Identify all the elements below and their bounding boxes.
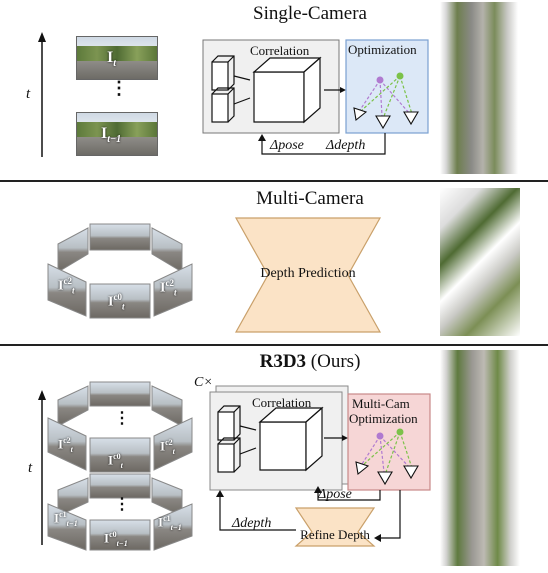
r3d3-cam-label-a: I [58, 436, 64, 452]
r3d3-cam-sup-b: c0 [113, 452, 121, 461]
delta-depth-label: Δdepth [326, 138, 366, 153]
r3d3-cam-sup-c: c2 [165, 438, 173, 447]
r3d3-correlation-label: Correlation [252, 395, 312, 410]
r3d3-cam-label-d: I [54, 510, 60, 526]
stacked-camera-rings [47, 381, 193, 551]
multi-camera-title: Multi-Camera [256, 188, 364, 209]
frame-previous-sub: t−1 [107, 134, 122, 146]
cam-sub-center: t [121, 301, 125, 312]
r3d3-cam-label-f: I [158, 514, 164, 530]
cam-label-left: I [58, 278, 64, 294]
optimization-label: Optimization [348, 42, 417, 57]
multicam-label-line2: Optimization [349, 411, 418, 426]
point-cloud-multi-camera [440, 188, 520, 336]
pose-node-purple-icon [376, 76, 384, 84]
cam-sub-left: t [71, 285, 75, 296]
time-label-r3d3: t [28, 460, 33, 476]
frame-ellipsis: ⋮ [110, 78, 128, 98]
correlation-volume-icon [252, 56, 322, 124]
r3d3-cam-label-c: I [160, 438, 166, 454]
time-axis-arrow [38, 32, 46, 157]
single-camera-title: Single-Camera [253, 3, 367, 24]
time-axis-arrow-r3d3 [38, 390, 46, 545]
delta-pose-label: Δpose [270, 138, 304, 153]
r3d3-cam-sub-b: t [120, 460, 123, 470]
depth-prediction-label: Depth Prediction [260, 266, 356, 281]
r3d3-title-rest: (Ours) [306, 351, 361, 372]
r3d3-cam-sub-e: t−1 [116, 538, 128, 548]
r3d3-delta-depth-label: Δdepth [232, 516, 272, 531]
frame-previous-label: I [101, 125, 108, 142]
r3d3-cam-sup-a: c2 [63, 436, 71, 445]
pose-node-green-icon [396, 72, 404, 80]
point-cloud-r3d3 [440, 350, 520, 566]
pose-node-green-icon-r3d3 [396, 428, 404, 436]
cam-sup-center: c0 [113, 292, 122, 302]
cam-label-right: I [160, 280, 166, 296]
frame-current-sub: t [113, 58, 117, 70]
frame-previous-image: It−1 [76, 112, 158, 156]
camera-triangle-icon-r3d3 [355, 461, 419, 486]
r3d3-cam-sub-a: t [70, 444, 73, 454]
r3d3-cam-sub-c: t [172, 446, 175, 456]
r3d3-cam-label-b: I [108, 452, 114, 468]
cam-sup-right: c2 [165, 278, 174, 288]
r3d3-cam-sub-d: t−1 [66, 518, 78, 528]
multicam-label-line1: Multi-Cam [352, 396, 410, 411]
cam-sup-left: c2 [63, 276, 72, 286]
frame-current-label: I [107, 49, 114, 66]
feature-slab-icon [211, 55, 235, 123]
frame-current-image: It [76, 36, 158, 80]
r3d3-title-bold: R3D3 [259, 351, 307, 372]
depth-prediction-network [234, 217, 382, 333]
repeat-label: C× [194, 375, 213, 390]
row-separator-2 [0, 344, 548, 346]
r3d3-cam-sup-e: c0 [109, 530, 117, 539]
r3d3-delta-pose-label: Δpose [318, 487, 352, 502]
r3d3-ellipsis-top: ⋮ [114, 410, 130, 427]
time-label: t [26, 86, 31, 102]
refine-depth-label: Refine Depth [300, 527, 370, 542]
point-cloud-single-camera [440, 2, 518, 174]
r3d3-pipeline [209, 385, 431, 547]
r3d3-ellipsis-bottom: ⋮ [114, 496, 130, 513]
r3d3-cam-label-e: I [104, 530, 110, 546]
correlation-volume-icon-r3d3 [258, 406, 324, 472]
single-camera-pipeline [202, 39, 429, 155]
r3d3-title: R3D3 (Ours) [200, 351, 420, 373]
camera-triangle-icon [353, 107, 419, 130]
cam-sub-right: t [173, 287, 177, 298]
r3d3-cam-sub-f: t−1 [170, 522, 182, 532]
feature-slab-icon-r3d3 [217, 405, 241, 473]
row-separator-1 [0, 180, 548, 182]
r3d3-cam-sup-f: c1 [163, 514, 171, 523]
r3d3-cam-sup-d: c1 [59, 510, 67, 519]
pose-node-purple-icon-r3d3 [376, 432, 384, 440]
correlation-label: Correlation [250, 43, 310, 58]
cam-label-center: I [108, 294, 114, 310]
camera-ring-images [47, 223, 193, 319]
